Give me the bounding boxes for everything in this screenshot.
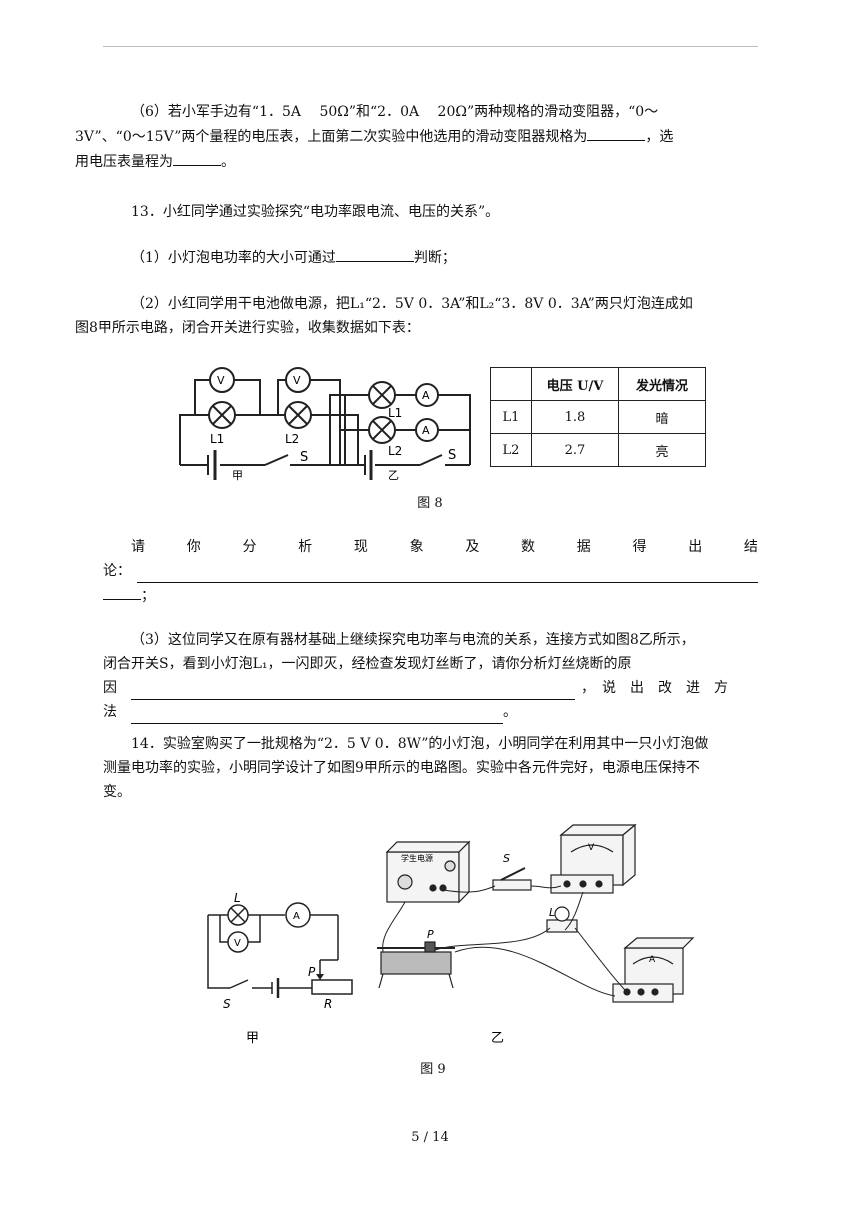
slider-label: P (427, 928, 434, 941)
answer-blank[interactable] (131, 707, 503, 724)
answer-blank[interactable] (587, 124, 646, 141)
switch-label: S (223, 997, 231, 1011)
data-table: 电压 U/V 发光情况 L1 1.8 暗 L2 2.7 亮 (490, 367, 706, 467)
table-header: 电压 U/V (531, 367, 619, 401)
conclusion-prompt: 请你分析现象及数据得出结 论： ； (103, 535, 758, 608)
switch-label: S (503, 852, 510, 865)
rheostat-label: R (324, 997, 332, 1011)
answer-blank[interactable] (103, 583, 141, 600)
figure9-caption: 图 9 (420, 1062, 446, 1077)
fig-label-jia: 甲 (232, 469, 243, 482)
figure9-apparatus-yi: 学生电源 S L P V A 乙 (377, 823, 695, 1046)
conclusion-char: 分 (242, 539, 257, 555)
voltmeter-label: V (234, 938, 241, 949)
conclusion-char: 及 (465, 539, 480, 555)
conclusion-char: 数 (521, 539, 536, 555)
conclusion-char: 析 (298, 539, 313, 555)
conclusion-char: 出 (688, 539, 703, 555)
header-rule (103, 46, 758, 47)
q13-part1: （1）小灯泡电功率的大小可通过判断； (103, 245, 758, 270)
conclusion-char: 请 (131, 539, 145, 555)
q13-part2: （2）小红同学用干电池做电源，把L₁“2．5V 0．3A”和L₂“3．8V 0．… (75, 296, 693, 336)
ammeter-label: A (422, 389, 430, 402)
page-number: 5 / 14 (411, 1130, 449, 1145)
figure9-circuit-jia: L V A S P R 甲 (207, 891, 353, 1046)
conclusion-char: 象 (409, 539, 424, 555)
voltmeter-dial-label: V (588, 843, 595, 853)
fig-label-jia: 甲 (246, 1031, 259, 1046)
q13-part3: （3）这位同学又在原有器材基础上继续探究电功率与电流的关系，连接方式如图8乙所示… (103, 628, 758, 724)
figure8-circuits: V V L1 L2 S 甲 (179, 367, 359, 482)
power-supply (386, 851, 460, 903)
answer-blank[interactable] (335, 245, 414, 262)
fig-label-yi: 乙 (388, 469, 399, 482)
lamp-label: L2 (285, 432, 299, 446)
voltmeter-label: V (217, 374, 225, 387)
conclusion-char: 得 (632, 539, 647, 555)
conclusion-char: 结 (743, 539, 758, 555)
figure8-circuit-yi: A A L1 L2 S 乙 (339, 381, 471, 482)
table-row: L1 1.8 暗 (490, 400, 706, 434)
table-header: 发光情况 (618, 367, 706, 401)
q12-6-line2: 3V”、“0～15V”两个量程的电压表，上面第二次实验中他选用的滑动变阻器规格为 (75, 129, 588, 145)
conclusion-char: 你 (186, 539, 201, 555)
q12-6-line3: 用电压表量程为 (75, 154, 173, 170)
lamp-label: L1 (210, 432, 224, 446)
q14-text: 14．实验室购买了一批规格为“2．5 V 0．8W”的小灯泡，小明同学在利用其中… (103, 736, 709, 800)
figure8-caption: 图 8 (417, 496, 443, 511)
lamp-label: L (549, 906, 555, 919)
table-row: L2 2.7 亮 (490, 433, 706, 467)
slider-label: P (308, 965, 316, 979)
ammeter-label: A (293, 911, 300, 922)
lamp-label: L (234, 891, 241, 905)
ammeter-label: A (422, 424, 430, 437)
fig-label-yi: 乙 (491, 1031, 504, 1046)
q13-intro: 13．小红同学通过实验探究“电功率跟电流、电压的关系”。 (131, 204, 500, 220)
voltmeter-label: V (293, 374, 301, 387)
answer-blank[interactable] (173, 149, 221, 166)
lamp-label: L1 (388, 406, 402, 420)
spread-line: 请你分析现象及数据得出结 (103, 535, 758, 559)
switch-label: S (300, 450, 308, 465)
conclusion-char: 据 (576, 539, 591, 555)
answer-blank[interactable] (131, 683, 575, 700)
lamp-label: L2 (388, 444, 402, 458)
q12-6-line1: （6）若小军手边有“1．5A 50Ω”和“2．0A 20Ω”两种规格的滑动变阻器… (131, 104, 659, 120)
switch-label: S (448, 448, 456, 463)
conclusion-char: 现 (353, 539, 368, 555)
power-supply-label: 学生电源 (401, 853, 433, 863)
q12-part6: （6）若小军手边有“1．5A 50Ω”和“2．0A 20Ω”两种规格的滑动变阻器… (75, 104, 674, 170)
ammeter-dial-label: A (649, 955, 656, 965)
answer-blank[interactable] (137, 566, 758, 583)
